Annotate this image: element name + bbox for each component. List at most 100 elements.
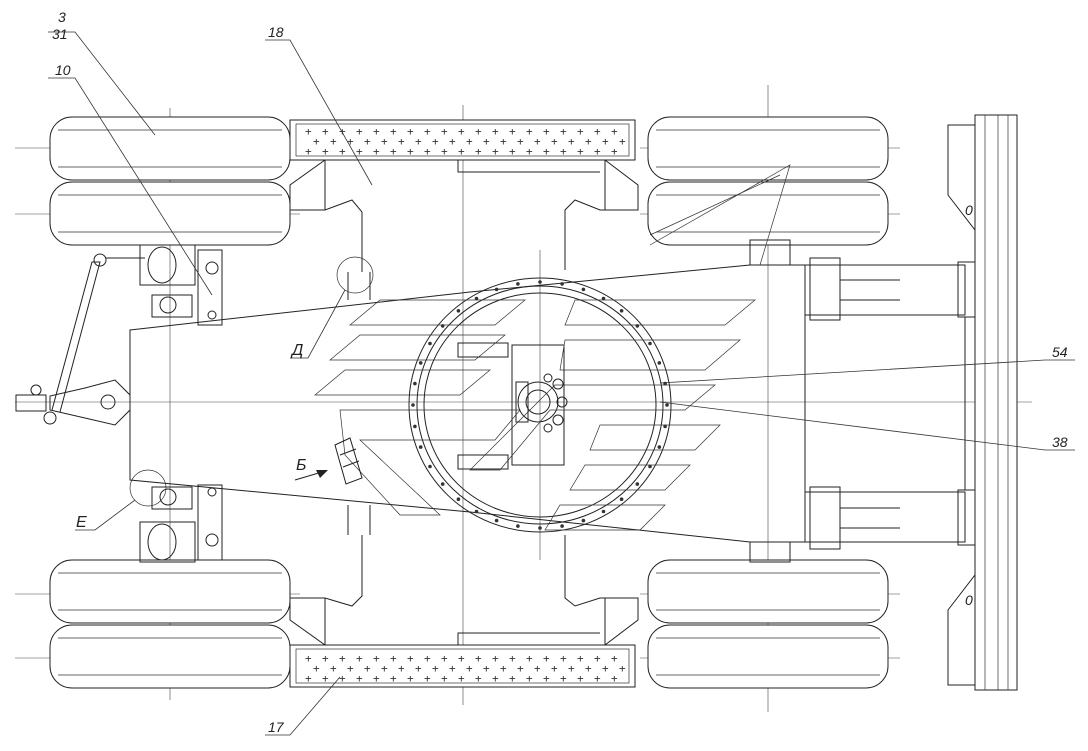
plate-stud-mark: +: [619, 135, 626, 148]
ring-bolt: [648, 341, 652, 346]
plate-stud-mark: +: [305, 672, 312, 685]
plate-stud-mark: +: [577, 145, 584, 158]
plate-stud-mark: +: [441, 145, 448, 158]
slewing-ring-bolts: [411, 280, 669, 530]
plate-stud-mark: +: [339, 672, 346, 685]
plate-stud-mark: +: [483, 135, 490, 148]
plate-stud-mark: +: [407, 672, 414, 685]
label-item-10: 10: [55, 62, 71, 78]
plate-stud-mark: +: [322, 145, 329, 158]
ring-bolt: [560, 282, 564, 286]
label-view-d: Д: [290, 342, 303, 359]
ring-bolt: [560, 524, 564, 528]
plate-stud-mark: +: [424, 125, 431, 138]
wheel-rear-left-outer: [49, 116, 291, 181]
plate-stud-mark: +: [577, 125, 584, 138]
wheel-rear-right-inner: [49, 559, 291, 624]
label-item-38: 38: [1052, 434, 1068, 450]
main-platform: [129, 239, 806, 563]
plate-stud-mark: +: [424, 672, 431, 685]
plate-stud-mark: +: [364, 662, 371, 675]
front-axle-linkage: [804, 257, 989, 550]
plate-18: [289, 119, 636, 161]
ring-bolt: [413, 381, 417, 386]
ring-bolt: [648, 464, 652, 469]
plate-stud-mark: +: [509, 125, 516, 138]
label-item-3: 3: [58, 9, 66, 25]
plate-stud-mark: +: [560, 672, 567, 685]
undercarriage-frame: [289, 159, 639, 646]
plate-stud-mark: +: [492, 672, 499, 685]
plate-stud-mark: +: [594, 145, 601, 158]
plate-stud-mark: +: [543, 652, 550, 665]
ring-bolt: [635, 482, 640, 486]
view-b-part: [334, 437, 363, 485]
plate-stud-mark: +: [458, 652, 465, 665]
ring-bolt: [440, 482, 445, 486]
ring-bolt: [418, 361, 423, 365]
plate-stud-mark: +: [390, 145, 397, 158]
label-mark-0-top: 0: [965, 202, 973, 218]
plate-stud-mark: +: [390, 652, 397, 665]
plate-stud-mark: +: [356, 125, 363, 138]
ring-bolt: [601, 296, 606, 301]
plate-stud-mark: +: [305, 652, 312, 665]
plate-stud-mark: +: [594, 652, 601, 665]
label-mark-0-bottom: 0: [965, 592, 973, 608]
plate-stud-mark: +: [322, 652, 329, 665]
ring-bolt: [411, 403, 415, 407]
plate-stud-mark: +: [500, 135, 507, 148]
ring-bolt: [538, 280, 542, 284]
dozer-blade: [947, 114, 1018, 691]
plate-stud-mark: +: [356, 652, 363, 665]
plate-17: [289, 644, 636, 688]
ring-bolt: [428, 464, 432, 469]
ring-bolt: [418, 445, 423, 449]
plate-stud-mark: +: [517, 662, 524, 675]
plate-stud-mark: +: [534, 135, 541, 148]
ring-bolt: [635, 324, 640, 328]
plate-stud-mark: +: [509, 652, 516, 665]
plate-stud-mark: +: [356, 672, 363, 685]
plate-stud-mark: +: [526, 125, 533, 138]
plate-stud-mark: +: [594, 672, 601, 685]
rear-hitch: [15, 253, 145, 426]
rear-left-hub: [139, 244, 223, 326]
wheel-front-right-outer: [647, 624, 889, 689]
plate-stud-mark: +: [458, 145, 465, 158]
plate-stud-mark: +: [415, 662, 422, 675]
plate-stud-mark: +: [373, 672, 380, 685]
wheel-front-left-inner: [647, 181, 889, 246]
plate-stud-mark: +: [543, 125, 550, 138]
plate-stud-mark: +: [407, 125, 414, 138]
plate-stud-mark: +: [449, 135, 456, 148]
leader-lines: [48, 31, 1075, 736]
plate-stud-mark: +: [449, 662, 456, 675]
plate-stud-mark: +: [398, 662, 405, 675]
plate-stud-mark: +: [407, 145, 414, 158]
rear-right-hub: [139, 484, 223, 563]
plate-stud-mark: +: [594, 125, 601, 138]
plate-stud-mark: +: [551, 662, 558, 675]
ring-bolt: [456, 497, 461, 502]
ring-bolt: [474, 509, 479, 514]
detail-circle-d: [336, 256, 374, 294]
plate-stud-mark: +: [424, 652, 431, 665]
plate-stud-mark: +: [313, 135, 320, 148]
plate-17-pattern: ++++++++++++++++++++++++++++++++++++++++…: [305, 652, 626, 685]
label-item-54: 54: [1052, 344, 1068, 360]
plate-stud-mark: +: [339, 652, 346, 665]
wheel-front-left-outer: [647, 116, 889, 181]
ring-bolt: [581, 518, 586, 523]
ring-bolt: [494, 287, 499, 292]
plate-stud-mark: +: [373, 652, 380, 665]
plate-stud-mark: +: [330, 135, 337, 148]
plate-stud-mark: +: [313, 662, 320, 675]
slewing-ring: [408, 277, 672, 533]
plate-stud-mark: +: [475, 672, 482, 685]
plate-stud-mark: +: [398, 135, 405, 148]
logo-watermark: [314, 164, 791, 531]
plate-stud-mark: +: [509, 145, 516, 158]
label-view-e: Е: [76, 514, 87, 531]
plate-stud-mark: +: [381, 662, 388, 675]
